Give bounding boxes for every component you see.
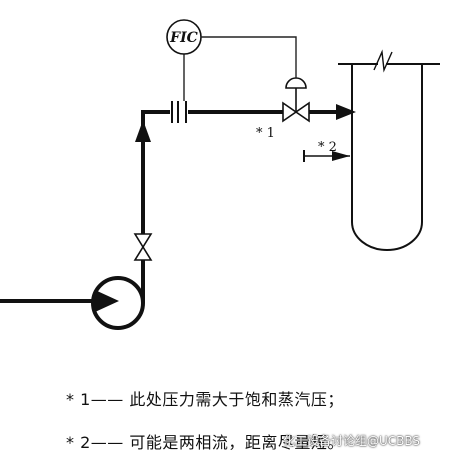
note-1: * 1—— 此处压力需大于饱和蒸汽压； — [66, 390, 344, 409]
marker-1-label: * 1 — [256, 126, 275, 141]
pump — [91, 276, 145, 330]
marker-2-arrow — [332, 151, 350, 161]
note-2: * 2—— 可能是两相流，距离尽量短。 — [66, 433, 344, 452]
fic-signal-line — [201, 36, 297, 78]
marker-2: * 2 — [303, 140, 350, 162]
pump-arrow — [95, 290, 119, 312]
control-valve-actuator — [285, 77, 307, 89]
control-valve — [282, 77, 310, 123]
control-valve-left — [282, 101, 298, 123]
gate-valve — [133, 233, 153, 261]
process-diagram: FIC * 1 * 2 — [0, 19, 440, 330]
fic-instrument: FIC — [166, 19, 297, 101]
gate-valve-lower — [133, 245, 153, 261]
inlet-flow-arrow — [336, 104, 356, 120]
riser-flow-arrow — [135, 120, 151, 142]
vessel — [338, 49, 440, 251]
watermark: 化工设备讨论组@UCBBS — [283, 434, 421, 448]
gate-valve-upper — [133, 233, 153, 249]
orifice-plate — [171, 101, 187, 123]
vessel-break-mark — [373, 49, 393, 73]
fic-label: FIC — [169, 30, 198, 46]
vessel-wall — [351, 64, 423, 251]
control-valve-right — [294, 101, 310, 123]
